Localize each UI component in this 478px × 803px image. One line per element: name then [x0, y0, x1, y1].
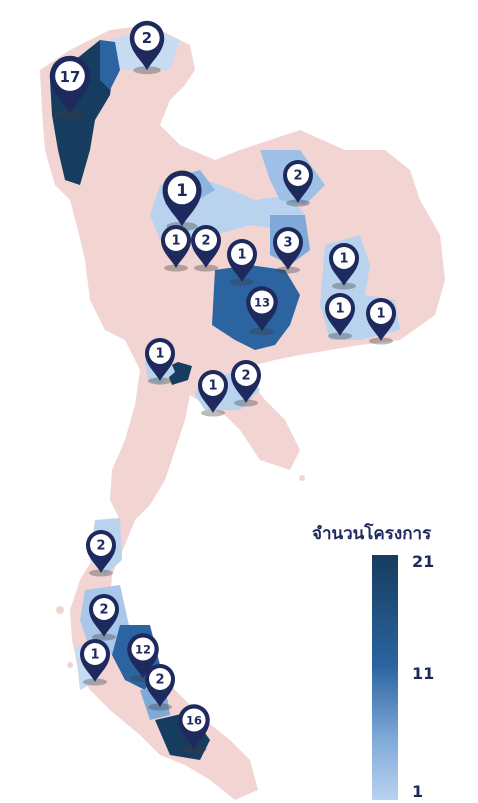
- island: [299, 475, 305, 481]
- pin-surin[interactable]: 1: [325, 293, 355, 340]
- pin-shadow: [181, 745, 207, 754]
- pin-chachoengsao[interactable]: 1: [198, 370, 228, 417]
- pin-phatthalung[interactable]: 2: [145, 664, 175, 711]
- pin-chiang-mai[interactable]: 17: [49, 55, 91, 119]
- pin-chumphon[interactable]: 2: [86, 530, 116, 577]
- legend-title: จำนวนโครงการ: [312, 524, 432, 544]
- pin-badge: [149, 342, 171, 364]
- pin-songkhla[interactable]: 16: [178, 704, 210, 754]
- pin-count-label: 1: [155, 347, 164, 362]
- pin-count-label: 3: [283, 236, 292, 251]
- pin-count-label: 12: [135, 643, 151, 657]
- pin-nb-1[interactable]: 1: [161, 225, 191, 272]
- legend-mid-label: 11: [412, 664, 435, 683]
- pin-badge: [93, 598, 115, 620]
- pin-badge: [165, 229, 187, 251]
- pin-shadow: [133, 66, 161, 75]
- pin-count-label: 2: [96, 539, 105, 554]
- pin-count-label: 13: [254, 296, 270, 310]
- pin-count-label: 16: [186, 714, 202, 728]
- pin-badge: [90, 534, 112, 556]
- pin-badge: [134, 25, 160, 51]
- pin-count-label: 17: [60, 68, 81, 86]
- pin-badge: [231, 243, 253, 265]
- pin-count-label: 2: [293, 169, 302, 184]
- pin-badge: [84, 643, 106, 665]
- pin-nakhon-ratchasima[interactable]: 13: [246, 286, 278, 336]
- pin-count-label: 2: [241, 369, 250, 384]
- pin-kalasin[interactable]: 3: [273, 227, 303, 274]
- pin-count-label: 1: [90, 648, 99, 663]
- pin-badge: [182, 708, 206, 732]
- pin-udon[interactable]: 2: [283, 160, 313, 207]
- legend-color-scale: [372, 555, 398, 800]
- pin-bangkok[interactable]: 1: [145, 338, 175, 385]
- pin-badge: [287, 164, 309, 186]
- pin-badge: [277, 231, 299, 253]
- pin-chiang-rai[interactable]: 2: [129, 20, 165, 75]
- pin-count-label: 2: [155, 673, 164, 688]
- pin-count-label: 2: [99, 603, 108, 618]
- pin-badge: [195, 229, 217, 251]
- pin-nb-2[interactable]: 2: [191, 225, 221, 272]
- pin-ubon[interactable]: 1: [366, 298, 396, 345]
- province-phayao[interactable]: [100, 40, 120, 90]
- pin-count-label: 1: [208, 379, 217, 394]
- pin-count-label: 2: [201, 234, 210, 249]
- region-south: [70, 520, 258, 800]
- pin-count-label: 1: [171, 234, 180, 249]
- pin-badge: [55, 61, 85, 91]
- pin-yasothon[interactable]: 1: [329, 243, 359, 290]
- pin-count-label: 1: [339, 252, 348, 267]
- pin-badge: [167, 175, 197, 205]
- pin-badge: [149, 668, 171, 690]
- pin-count-label: 1: [176, 180, 188, 200]
- pin-count-label: 1: [335, 302, 344, 317]
- pin-khon-kaen[interactable]: 1: [227, 239, 257, 286]
- legend-min-label: 1: [412, 782, 424, 801]
- pin-badge: [370, 302, 392, 324]
- pin-shadow: [249, 327, 275, 336]
- pin-surat[interactable]: 2: [89, 594, 119, 641]
- pin-loei[interactable]: 1: [162, 170, 202, 231]
- pin-count-label: 1: [376, 307, 385, 322]
- pin-chonburi[interactable]: 2: [231, 360, 261, 407]
- pin-count-label: 2: [142, 29, 152, 47]
- pin-badge: [333, 247, 355, 269]
- pin-shadow: [53, 109, 87, 119]
- pin-count-label: 1: [237, 248, 246, 263]
- pin-badge: [329, 297, 351, 319]
- legend-max-label: 21: [412, 552, 435, 571]
- pin-badge: [131, 637, 155, 661]
- pin-phang-nga[interactable]: 1: [80, 639, 110, 686]
- pin-badge: [202, 374, 224, 396]
- island: [67, 662, 73, 668]
- pin-badge: [250, 290, 274, 314]
- island: [56, 606, 64, 614]
- pin-badge: [235, 364, 257, 386]
